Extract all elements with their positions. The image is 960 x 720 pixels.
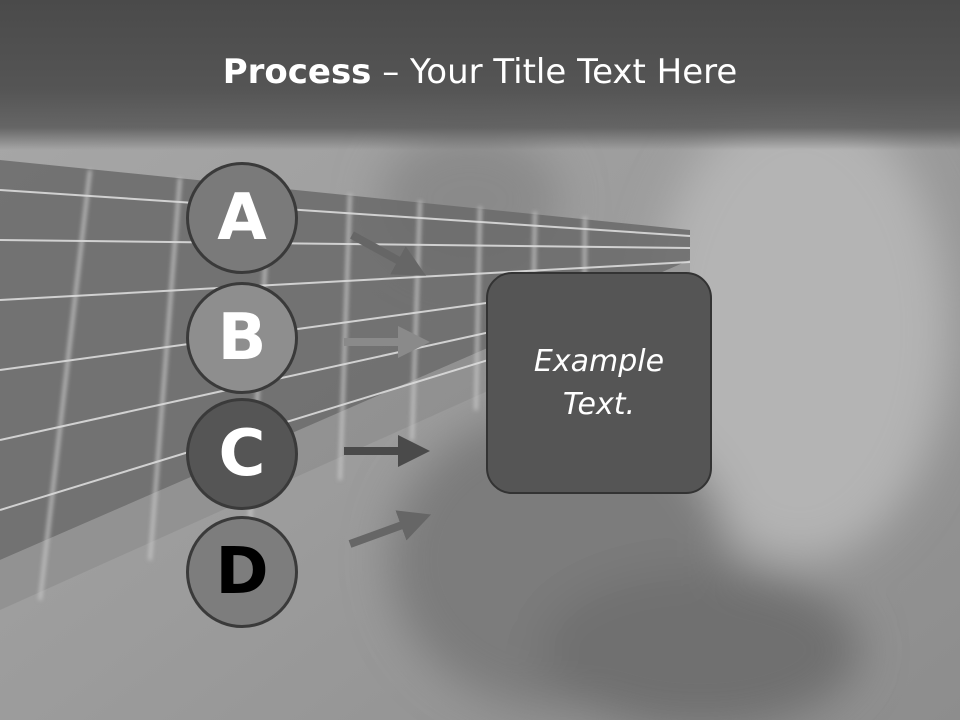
example-text: Example Text. — [533, 343, 665, 423]
slide-title: Process – Your Title Text Here — [0, 52, 960, 92]
title-bar — [0, 0, 960, 150]
title-rest: – Your Title Text Here — [371, 52, 738, 92]
step-circle-c: C — [186, 398, 298, 510]
step-letter-a: A — [217, 181, 267, 255]
example-text-box: Example Text. — [486, 272, 712, 494]
step-letter-c: C — [218, 417, 266, 491]
title-bold: Process — [222, 52, 372, 92]
step-circle-b: B — [186, 282, 298, 394]
arrow-a — [350, 231, 427, 276]
arrow-d — [348, 510, 432, 548]
step-circle-d: D — [186, 516, 298, 628]
step-letter-b: B — [217, 301, 267, 375]
step-circle-a: A — [186, 162, 298, 274]
step-letter-d: D — [215, 535, 269, 609]
